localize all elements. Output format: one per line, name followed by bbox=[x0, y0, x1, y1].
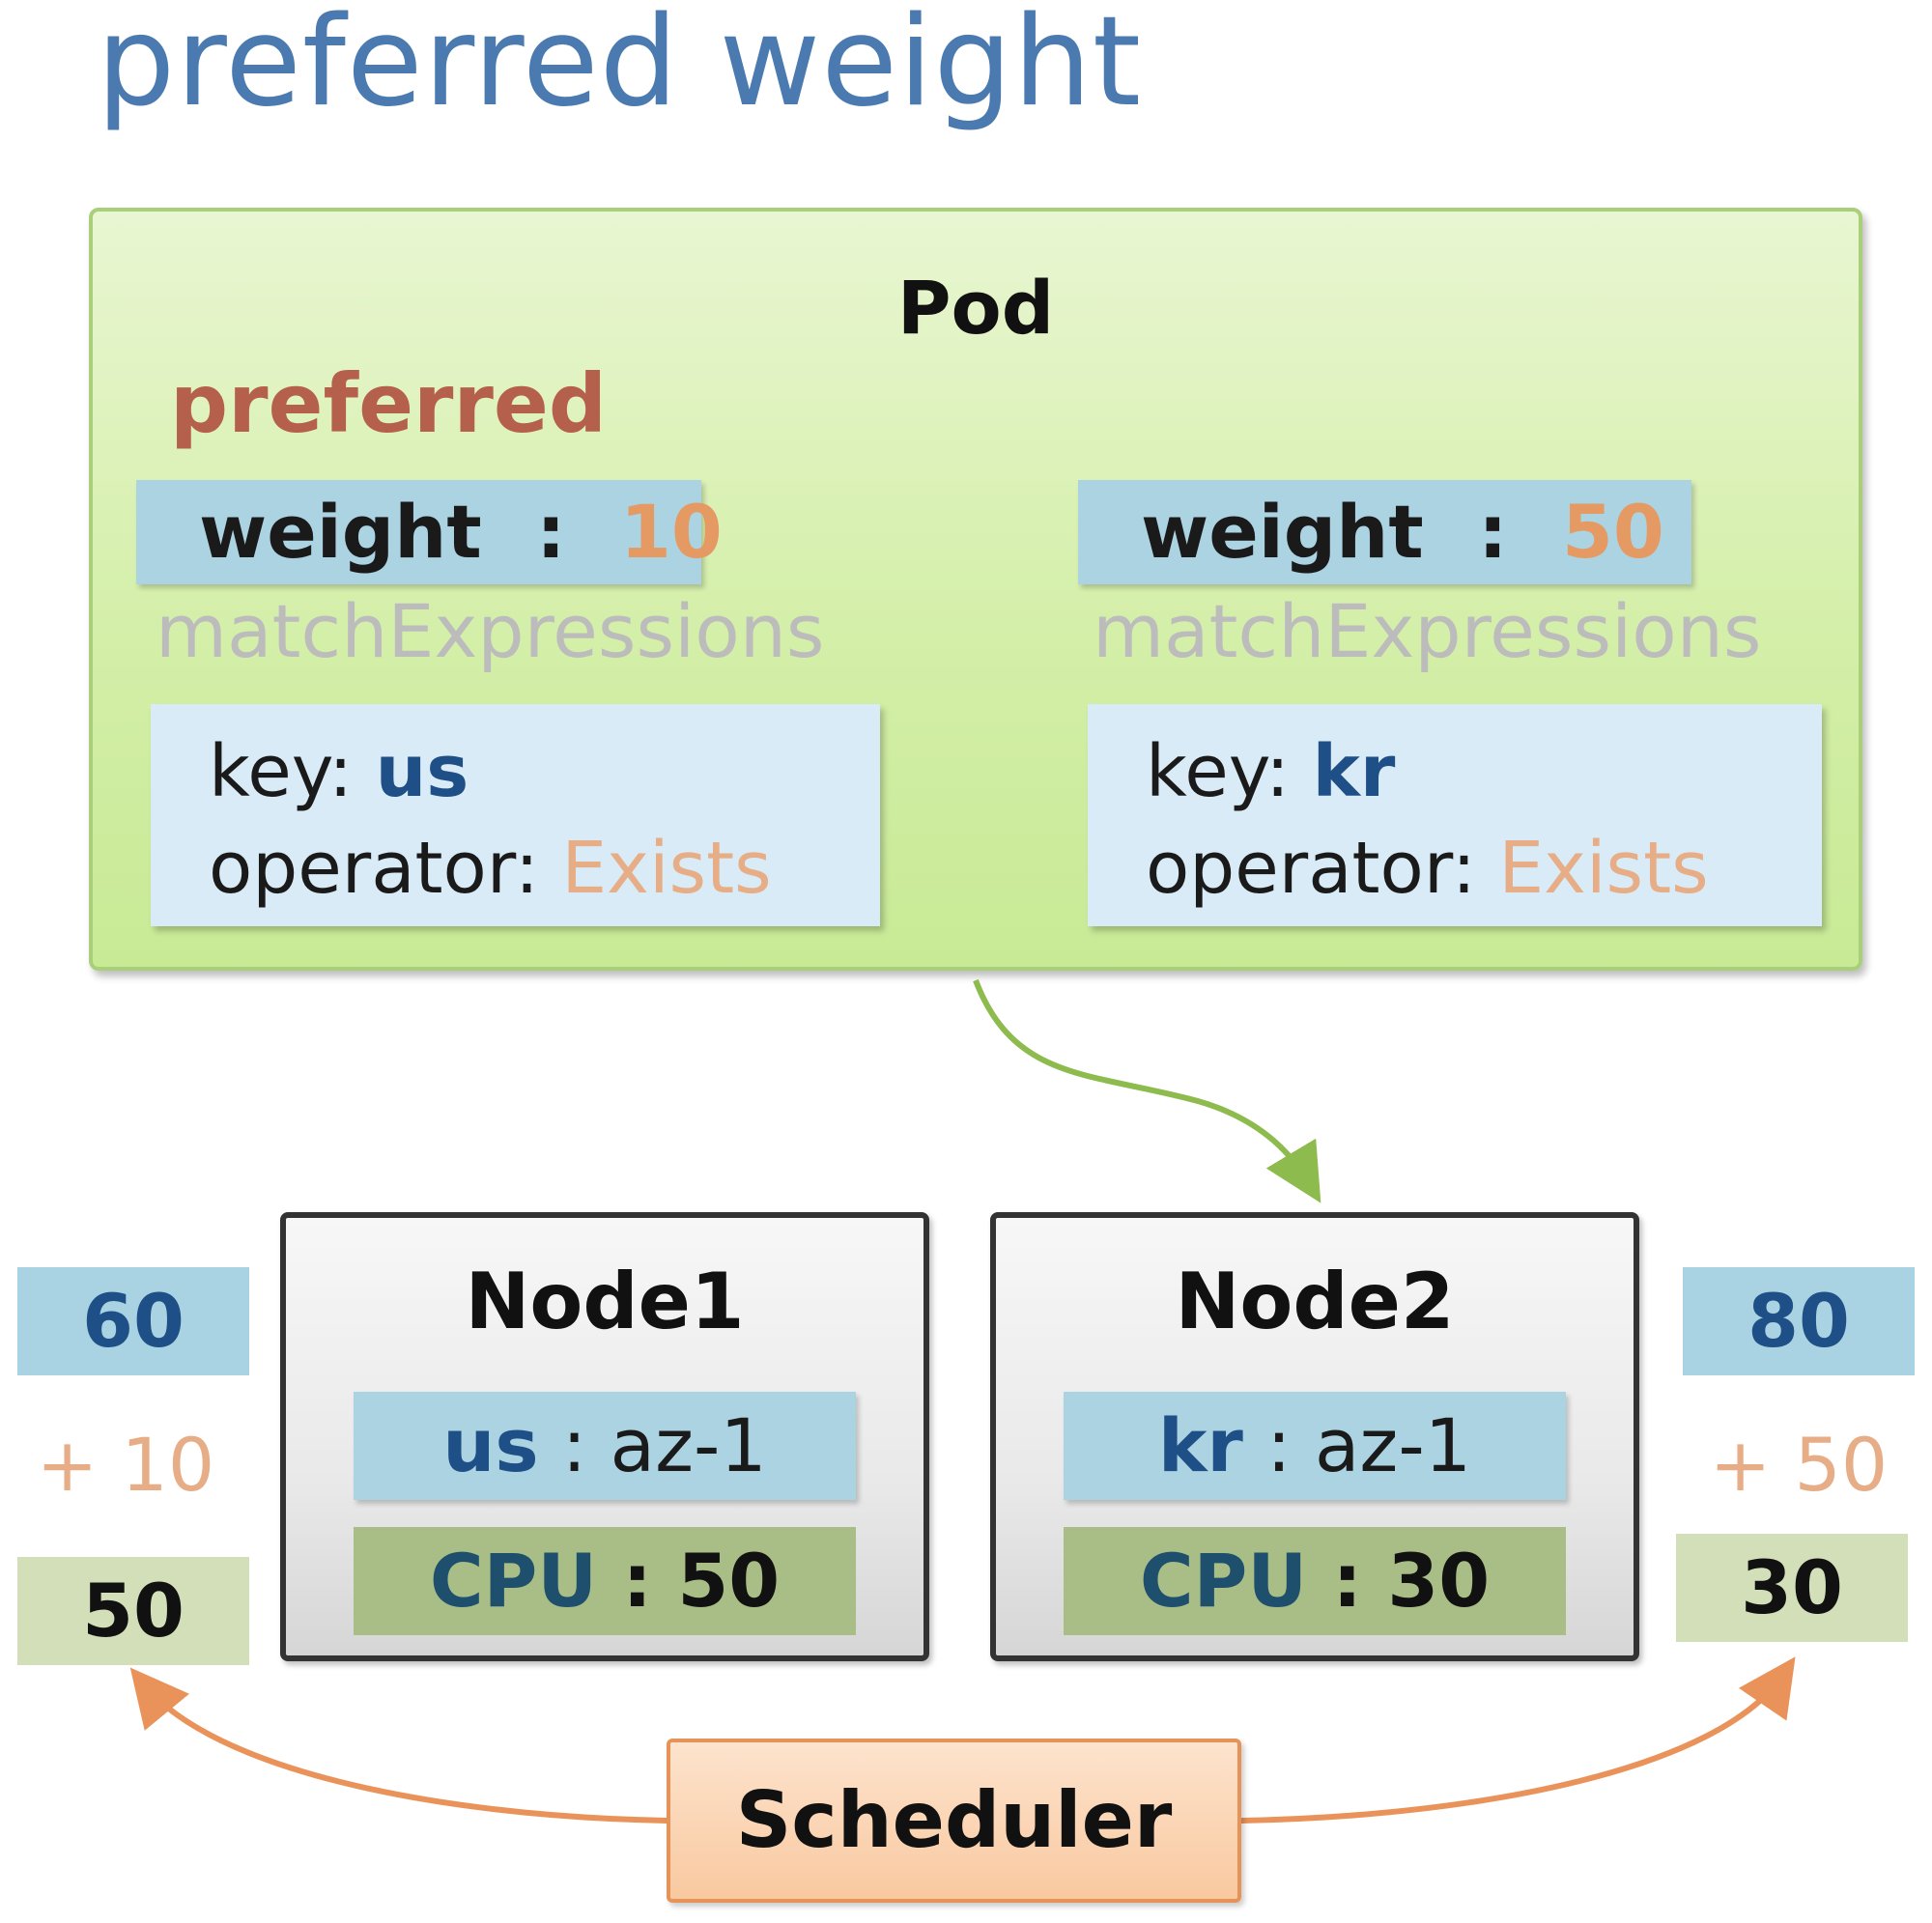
preferred-label: preferred bbox=[170, 356, 607, 451]
operator-row: operator: Exists bbox=[1146, 820, 1822, 917]
node-title: Node2 bbox=[1175, 1257, 1455, 1346]
operator-row: operator: Exists bbox=[209, 820, 880, 917]
cpu-label: CPU bbox=[1139, 1538, 1308, 1624]
weight-box-2: weight : 50 bbox=[1078, 480, 1691, 584]
operator-value: Exists bbox=[561, 827, 772, 910]
node-label-box: kr : az-1 bbox=[1064, 1392, 1566, 1500]
operator-label: operator: bbox=[209, 827, 539, 910]
weight-label: weight bbox=[1141, 489, 1424, 575]
pod-to-node2-arrow bbox=[973, 978, 1321, 1203]
node2-score-cpu: 30 bbox=[1676, 1534, 1908, 1642]
scheduler-to-node1-score-arrow bbox=[129, 1667, 668, 1824]
node-cpu-box: CPU : 30 bbox=[1064, 1527, 1566, 1635]
key-label: key: bbox=[209, 730, 354, 813]
node1-score-cpu: 50 bbox=[17, 1557, 249, 1665]
match-expressions-label-2: matchExpressions bbox=[1093, 588, 1762, 674]
scheduler-to-node2-score-arrow bbox=[1240, 1656, 1796, 1824]
weight-value: 50 bbox=[1562, 489, 1664, 575]
pod-box: Pod preferred weight : 10 matchExpressio… bbox=[89, 208, 1862, 971]
node-cpu-box: CPU : 50 bbox=[354, 1527, 856, 1635]
node2-box: Node2 kr : az-1 CPU : 30 bbox=[990, 1212, 1639, 1661]
node1-score-add: + 10 bbox=[36, 1422, 215, 1508]
key-label: key: bbox=[1146, 730, 1291, 813]
node-label-value: : az-1 bbox=[1266, 1402, 1472, 1488]
key-value: kr bbox=[1312, 730, 1396, 813]
diagram-title: preferred weight bbox=[97, 0, 1143, 134]
node-title: Node1 bbox=[465, 1257, 745, 1346]
match-expression-box-1: key: us operator: Exists bbox=[151, 704, 880, 926]
key-row: key: us bbox=[209, 723, 880, 820]
operator-label: operator: bbox=[1146, 827, 1476, 910]
cpu-value: : 50 bbox=[622, 1538, 781, 1624]
match-expression-box-2: key: kr operator: Exists bbox=[1088, 704, 1822, 926]
node-label-key: kr bbox=[1157, 1402, 1243, 1488]
key-value: us bbox=[375, 730, 469, 813]
scheduler-box: Scheduler bbox=[667, 1739, 1241, 1903]
weight-separator: : bbox=[1478, 489, 1508, 575]
node-label-box: us : az-1 bbox=[354, 1392, 856, 1500]
node1-score-total: 60 bbox=[17, 1267, 249, 1375]
node2-score-total: 80 bbox=[1683, 1267, 1915, 1375]
cpu-label: CPU bbox=[429, 1538, 598, 1624]
weight-separator: : bbox=[536, 489, 566, 575]
key-row: key: kr bbox=[1146, 723, 1822, 820]
operator-value: Exists bbox=[1498, 827, 1709, 910]
weight-label: weight bbox=[199, 489, 482, 575]
match-expressions-label-1: matchExpressions bbox=[156, 588, 825, 674]
node-label-value: : az-1 bbox=[561, 1402, 767, 1488]
cpu-value: : 30 bbox=[1332, 1538, 1491, 1624]
node2-score-add: + 50 bbox=[1709, 1422, 1889, 1508]
weight-box-1: weight : 10 bbox=[136, 480, 723, 584]
node-label-key: us bbox=[442, 1402, 539, 1488]
node1-box: Node1 us : az-1 CPU : 50 bbox=[280, 1212, 929, 1661]
pod-title: Pod bbox=[896, 265, 1055, 351]
weight-value: 10 bbox=[620, 489, 723, 575]
